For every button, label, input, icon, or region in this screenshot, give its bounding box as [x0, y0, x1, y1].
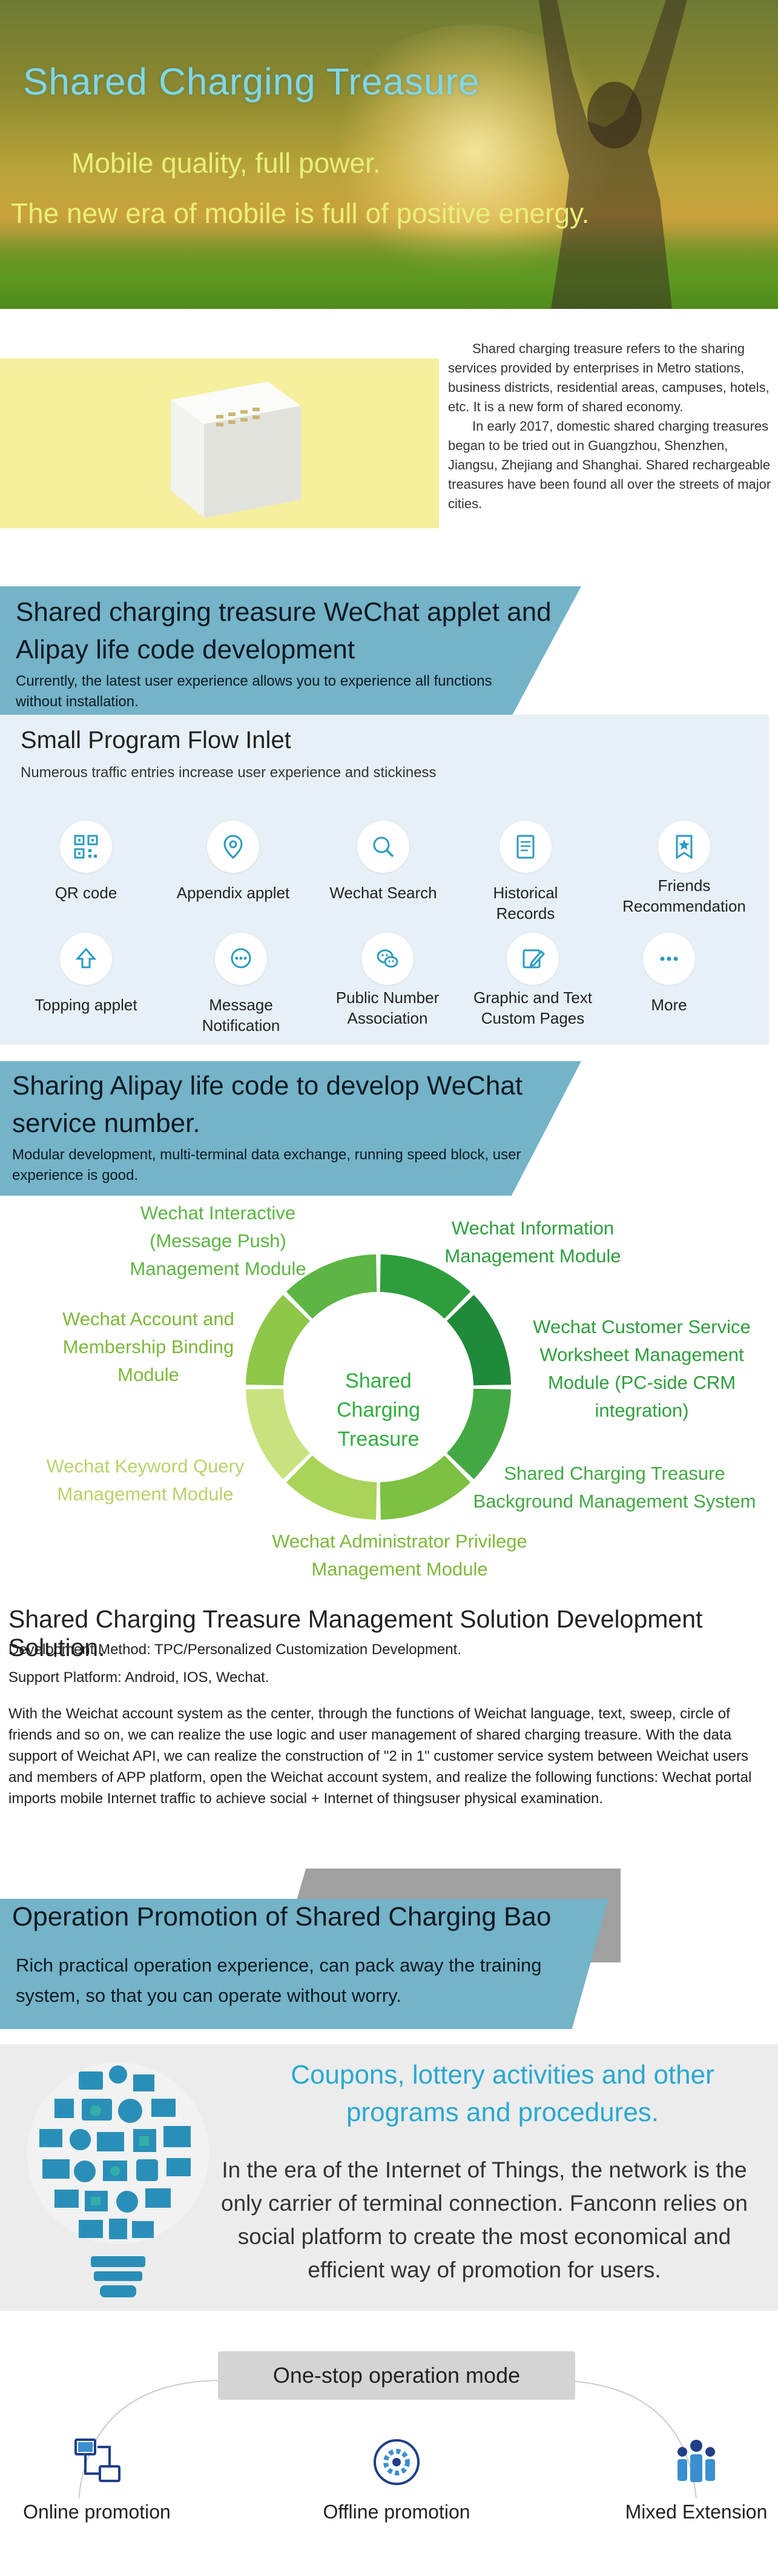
- flow-item-more[interactable]: More: [608, 933, 730, 1015]
- flow-item-label: Message Notification: [202, 996, 280, 1035]
- solution-paragraph: With the Weichat account system as the c…: [8, 1706, 752, 1807]
- donut-center-label: Shared Charging Treasure: [337, 1369, 420, 1451]
- arrow-up-icon: [60, 933, 112, 985]
- donut-segment: [246, 1294, 311, 1386]
- module-information: Wechat Information Management Module: [444, 1217, 621, 1266]
- module-account-binding: Wechat Account and Membership Binding Mo…: [62, 1308, 234, 1385]
- donut-segment: [379, 1455, 471, 1520]
- hero-banner: [0, 0, 778, 309]
- lightbulb-icons-illustration: [27, 2062, 209, 2297]
- flow-inlet-subtitle: Numerous traffic entries increase user e…: [21, 764, 437, 781]
- offline-promotion-label: Offline promotion: [323, 2501, 470, 2523]
- gear-icon: [374, 2439, 420, 2485]
- flow-item-label: Friends Recommendation: [622, 876, 746, 915]
- charging-cabinet-image: [171, 382, 301, 518]
- promo-subtitle: Rich practical operation experience, can…: [16, 1955, 542, 2006]
- online-promotion-item[interactable]: Online promotion: [18, 2435, 176, 2523]
- donut-segment: [286, 1254, 378, 1319]
- flow-inlet-title: Small Program Flow Inlet: [21, 727, 291, 753]
- donut-segment: [379, 1254, 471, 1319]
- solution-method: Development Method: TPC/Personalized Cus…: [8, 1641, 461, 1658]
- donut-segment: [446, 1388, 511, 1480]
- flow-item-wechat-search[interactable]: Wechat Search: [323, 821, 444, 903]
- service-number-banner-subtitle: Modular development, multi-terminal data…: [12, 1147, 521, 1184]
- intro-text: Shared charging treasure refers to the s…: [448, 339, 778, 514]
- document-icon: [499, 821, 552, 873]
- qr-code-icon: [60, 821, 112, 873]
- flow-item-label: Historical Records: [493, 884, 558, 922]
- flow-item-public-number-association[interactable]: Public Number Association: [321, 933, 454, 1028]
- intro-paragraph-2: In early 2017, domestic shared charging …: [448, 419, 771, 511]
- flow-item-label: Wechat Search: [329, 884, 437, 902]
- promo-title: Operation Promotion of Shared Charging B…: [12, 1902, 552, 1932]
- mixed-extension-item[interactable]: Mixed Extension: [615, 2435, 778, 2523]
- module-background-system: Shared Charging Treasure Background Mana…: [473, 1463, 756, 1512]
- donut-segment: [446, 1294, 511, 1386]
- intro-paragraph-1: Shared charging treasure refers to the s…: [448, 341, 770, 414]
- coupons-title: Coupons, lottery activities and other pr…: [291, 2060, 714, 2127]
- flow-inlet-section: [0, 715, 769, 1045]
- offline-promotion-item[interactable]: Offline promotion: [309, 2435, 484, 2523]
- promo-panel: [0, 1899, 608, 2029]
- hero-title: Shared Charging Treasure: [23, 61, 480, 103]
- hero-slogan-2: The new era of mobile is full of positiv…: [11, 197, 590, 229]
- online-promotion-label: Online promotion: [23, 2501, 171, 2523]
- applet-banner-title: Shared charging treasure WeChat applet a…: [16, 597, 552, 664]
- flow-item-topping-applet[interactable]: Topping applet: [25, 933, 147, 1015]
- flow-item-label: Graphic and Text Custom Pages: [473, 988, 593, 1027]
- more-icon: [643, 933, 695, 985]
- flow-item-label: More: [651, 996, 687, 1014]
- applet-banner: Shared charging treasure WeChat applet a…: [0, 586, 581, 717]
- service-number-banner-title: Sharing Alipay life code to develop WeCh…: [12, 1071, 523, 1138]
- flow-item-label: Appendix applet: [176, 884, 290, 902]
- module-interactive: Wechat Interactive (Message Push) Manage…: [130, 1202, 306, 1279]
- mixed-extension-label: Mixed Extension: [625, 2501, 768, 2523]
- flow-item-label: Topping applet: [35, 996, 137, 1014]
- module-customer-service: Wechat Customer Service Worksheet Manage…: [533, 1316, 751, 1421]
- flow-item-message-notification[interactable]: Message Notification: [171, 933, 311, 1036]
- location-pin-icon: [207, 821, 259, 873]
- people-group-icon: [677, 2440, 715, 2482]
- service-number-banner: Sharing Alipay life code to develop WeCh…: [0, 1061, 581, 1196]
- applet-banner-subtitle: Currently, the latest user experience al…: [16, 673, 492, 710]
- donut-segment: [246, 1388, 311, 1480]
- flow-item-graphic-text-pages[interactable]: Graphic and Text Custom Pages: [463, 933, 602, 1028]
- search-icon: [357, 821, 409, 873]
- person-silhouette: [539, 0, 687, 309]
- chat-bubble-icon: [215, 933, 267, 985]
- solution-platform: Support Platform: Android, IOS, Wechat.: [8, 1669, 269, 1686]
- flow-item-label: Public Number Association: [335, 988, 440, 1027]
- modules-donut-chart: [246, 1254, 511, 1520]
- solution-title: Shared Charging Treasure Management Solu…: [8, 1605, 703, 1661]
- star-bookmark-icon: [658, 821, 710, 873]
- one-stop-mode-button[interactable]: One-stop operation mode: [218, 2351, 575, 2400]
- flow-item-historical-records[interactable]: Historical Records: [465, 821, 586, 924]
- donut-segment: [286, 1455, 378, 1520]
- flow-item-friends-recommendation[interactable]: Friends Recommendation: [605, 821, 763, 916]
- flow-item-appendix-applet[interactable]: Appendix applet: [173, 821, 294, 903]
- flow-item-qr-code[interactable]: QR code: [25, 821, 147, 903]
- module-admin-privilege: Wechat Administrator Privilege Managemen…: [272, 1531, 527, 1580]
- hero-slogan-1: Mobile quality, full power.: [71, 147, 381, 179]
- edit-icon: [507, 933, 559, 985]
- wechat-icon: [361, 933, 414, 985]
- coupons-text: In the era of the Internet of Things, th…: [221, 2157, 748, 2282]
- flow-item-label: QR code: [54, 884, 117, 902]
- module-keyword-query: Wechat Keyword Query Management Module: [46, 1455, 245, 1505]
- network-icon: [74, 2439, 120, 2482]
